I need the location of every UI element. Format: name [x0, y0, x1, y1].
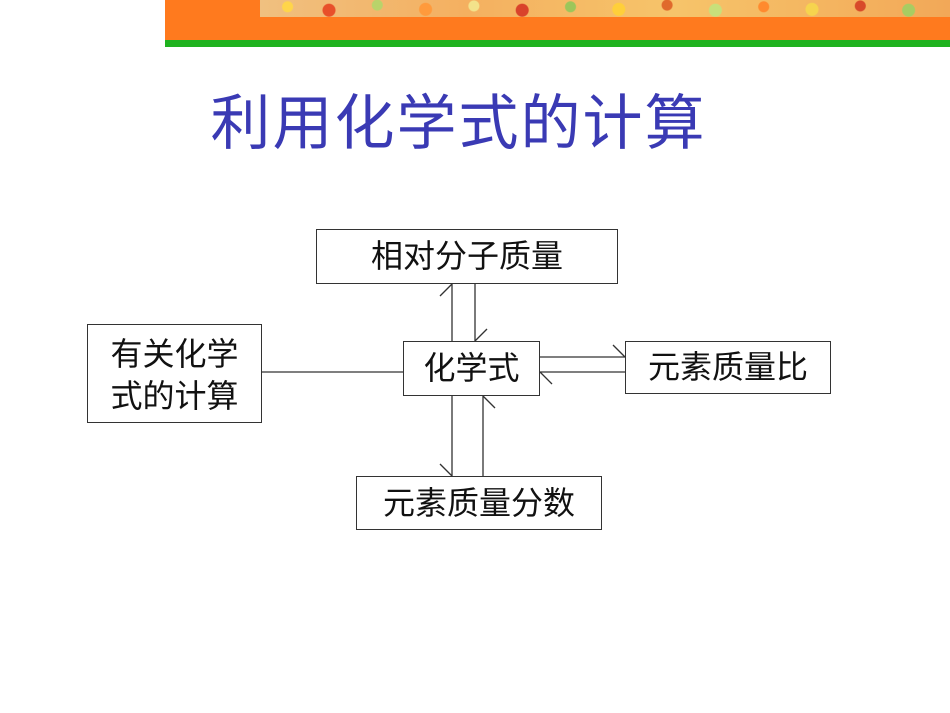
- node-left-label-line2: 式的计算: [110, 377, 239, 415]
- node-relative-molecular-mass: 相对分子质量: [316, 229, 618, 284]
- arrowhead-top-to-center: [474, 328, 488, 342]
- page-title: 利用化学式的计算: [210, 89, 707, 159]
- node-left-label-line1: 有关化学: [110, 335, 239, 373]
- node-chemical-formula: 化学式: [403, 341, 540, 396]
- arrowhead-right-to-center: [539, 371, 553, 385]
- node-element-mass-fraction: 元素质量分数: [356, 476, 602, 530]
- banner-green-bar: [165, 40, 950, 47]
- arrowhead-center-to-top: [439, 283, 453, 297]
- node-bottom-label: 元素质量分数: [382, 484, 575, 522]
- node-right-label: 元素质量比: [647, 348, 808, 386]
- banner-flower-image: [260, 0, 950, 17]
- node-center-label: 化学式: [423, 349, 520, 387]
- arrowhead-center-to-bottom: [439, 463, 453, 477]
- arrowhead-center-to-right: [612, 344, 626, 358]
- node-top-label: 相对分子质量: [370, 237, 563, 275]
- node-element-mass-ratio: 元素质量比: [625, 341, 831, 394]
- header-banner: [165, 0, 950, 48]
- arrowhead-bottom-to-center: [482, 395, 496, 409]
- node-chemical-formula-calculation: 有关化学 式的计算: [87, 324, 262, 423]
